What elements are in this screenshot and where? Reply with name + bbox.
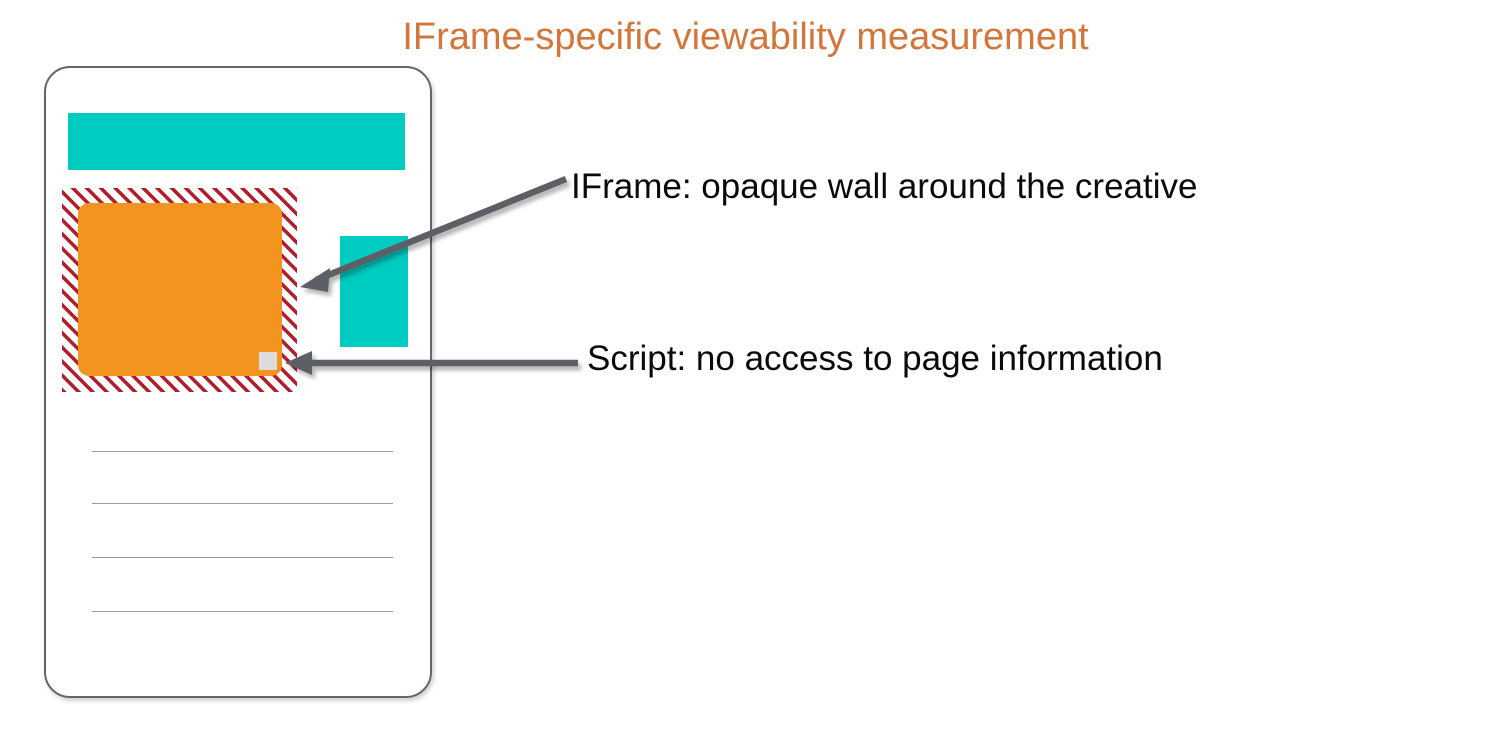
- page-text-line: [92, 557, 393, 558]
- page-text-line: [92, 503, 393, 504]
- ad-creative-block: [78, 203, 282, 376]
- page-banner-block: [68, 113, 405, 170]
- callout-label-script: Script: no access to page information: [587, 339, 1163, 378]
- measurement-script-pixel: [259, 352, 277, 370]
- page-title: IFrame-specific viewability measurement: [402, 16, 1089, 58]
- page-text-line: [92, 611, 393, 612]
- page-text-line: [92, 451, 393, 452]
- page-side-block: [340, 236, 408, 347]
- callout-label-iframe: IFrame: opaque wall around the creative: [571, 167, 1198, 206]
